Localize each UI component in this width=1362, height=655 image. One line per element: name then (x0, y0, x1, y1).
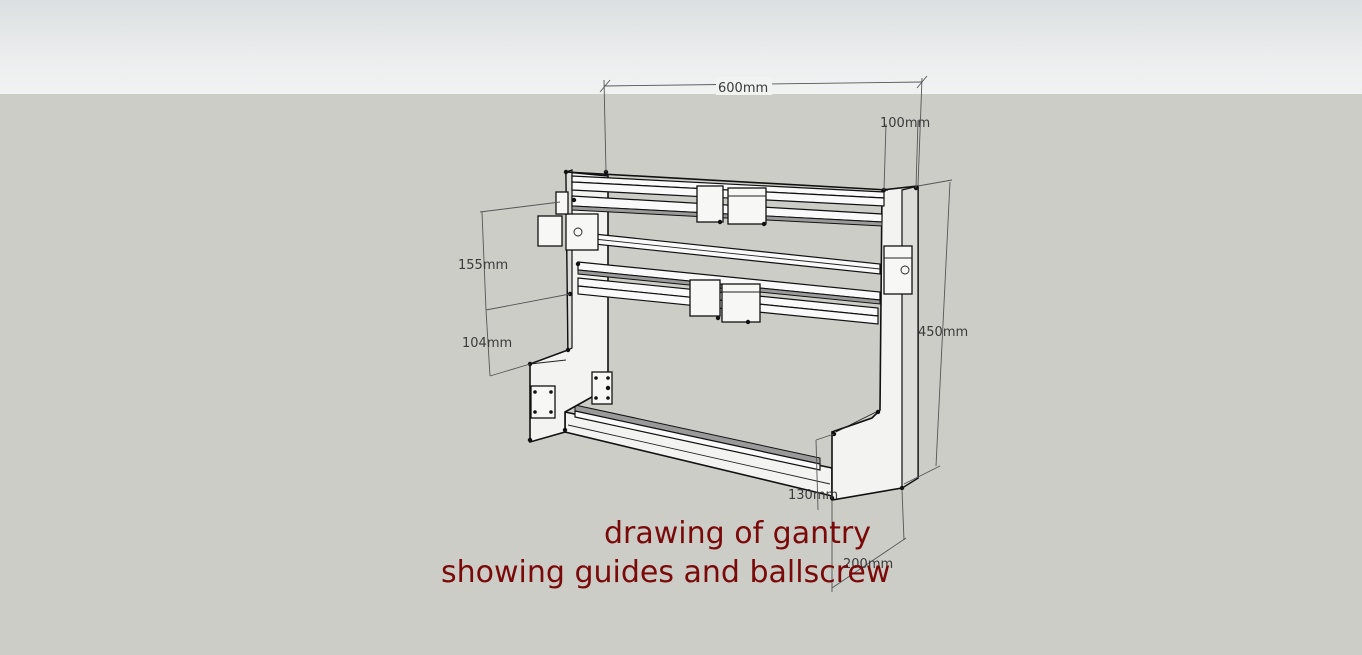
label-600mm: 600mm (718, 81, 768, 96)
left-motor-outer (537, 215, 563, 247)
lower-carriage[interactable] (689, 279, 761, 323)
left-bearing-block (555, 191, 569, 215)
left-drive-motors[interactable] (537, 191, 599, 251)
base-guide-rail[interactable] (564, 404, 833, 498)
dimension-130[interactable] (815, 433, 835, 511)
dimension-155[interactable] (479, 201, 571, 311)
upper-guide-rail[interactable] (565, 171, 889, 227)
right-motor-block (883, 245, 913, 295)
right-side-panel[interactable] (831, 185, 919, 501)
dimension-100[interactable] (883, 119, 919, 191)
upper-carriage[interactable] (696, 185, 767, 225)
left-lower-mount-b (591, 371, 613, 405)
frame-joints (527, 169, 919, 501)
label-104mm: 104mm (462, 336, 512, 351)
title-line-1: drawing of gantry (604, 516, 871, 551)
dimension-104[interactable] (485, 309, 531, 377)
label-130mm: 130mm (788, 488, 838, 503)
sky-background (0, 0, 1362, 94)
label-200mm: 200mm (843, 557, 893, 572)
dimension-450[interactable] (903, 179, 953, 485)
dimension-200[interactable] (831, 489, 907, 592)
label-155mm: 155mm (458, 258, 508, 273)
label-450mm: 450mm (918, 325, 968, 340)
label-100mm: 100mm (880, 116, 930, 131)
title-line-2: showing guides and ballscrew (441, 555, 890, 590)
